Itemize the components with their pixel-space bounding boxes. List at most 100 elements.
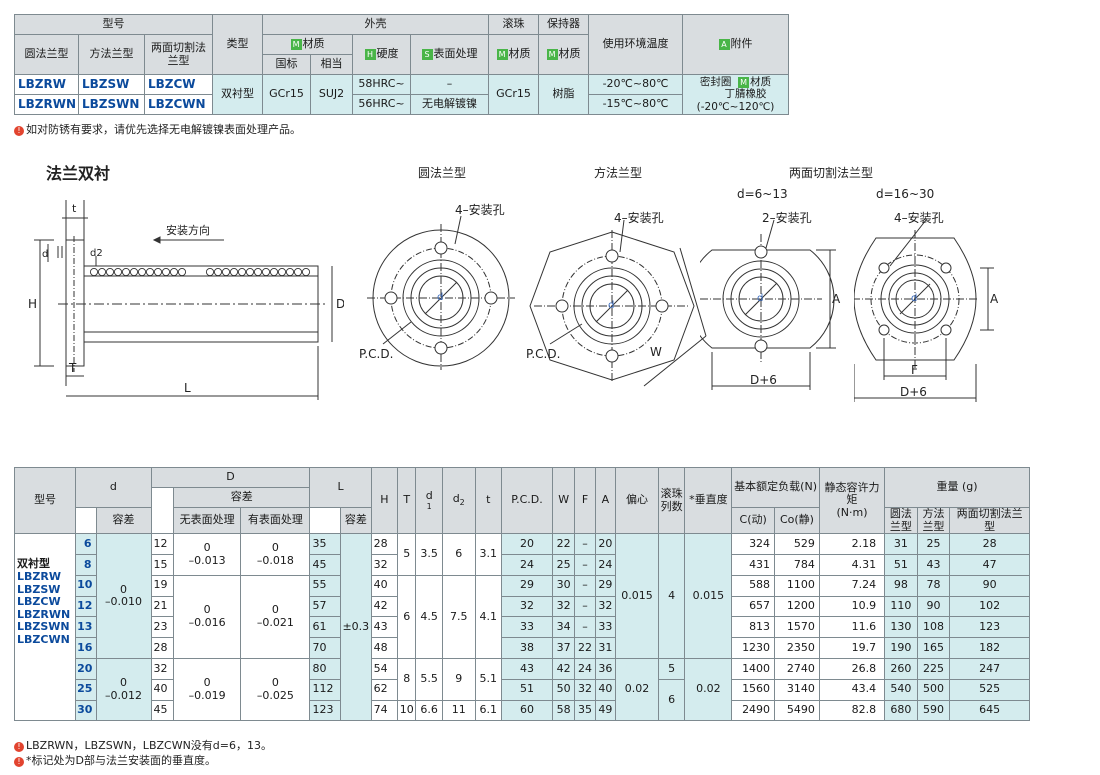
H-value: 48 — [370, 637, 399, 660]
weight-square-header: 方法兰型 — [916, 506, 951, 535]
weight-cut-value: 123 — [949, 616, 1030, 639]
A-value: 49 — [594, 699, 617, 722]
T-col-header: T — [397, 466, 417, 535]
L-value: 55 — [309, 574, 342, 597]
L-spacer — [309, 506, 342, 535]
pcd-value: 20 — [501, 533, 553, 556]
H-value: 32 — [370, 554, 399, 576]
F-value: 35 — [574, 699, 596, 722]
model-lbzswn: LBZSWN — [78, 94, 145, 115]
moment-value: 4.31 — [818, 554, 886, 576]
pcd-value: 38 — [501, 637, 553, 660]
cut-left-a-label: A — [832, 292, 841, 306]
load-c-value: 1230 — [731, 637, 776, 660]
pcd-col-header: P.C.D. — [501, 466, 553, 535]
weight-cut-value: 102 — [949, 595, 1030, 618]
cut-flange-header: 两面切割法兰型 — [143, 34, 214, 75]
W-value: 25 — [551, 554, 576, 576]
round-flange-title: 圆法兰型 — [418, 166, 467, 180]
eccentricity: 0.015 — [615, 533, 659, 660]
weight-round-value: 190 — [884, 637, 918, 660]
temp-value: -15℃~80℃ — [588, 94, 684, 115]
load-c-value: 1560 — [731, 678, 776, 701]
d-value: 25 — [75, 678, 97, 701]
round-pcd-label: P.C.D. — [359, 347, 393, 361]
eccentricity: 0.02 — [615, 658, 659, 722]
retainer-header: 保持器 — [538, 14, 590, 35]
weight-square-value: 500 — [916, 678, 951, 701]
moment-value: 26.8 — [818, 658, 886, 680]
technical-drawings: 法兰双衬 圆法兰型 方法兰型 两面切割法兰型 d=6~13 d=16~30 — [14, 156, 1014, 456]
load-c-value: 324 — [731, 533, 776, 556]
L-value: 61 — [309, 616, 342, 639]
pcd-value: 32 — [501, 595, 553, 618]
d2-value: 11 — [441, 699, 476, 722]
load-co-value: 784 — [774, 554, 820, 576]
D-with-surface-tol: 0 –0.021 — [240, 574, 311, 660]
series-model: LBZCWN — [17, 633, 70, 647]
model-header: 型号 — [13, 14, 214, 35]
retainer-material-value: 树脂 — [538, 74, 590, 115]
weight-square-value: 108 — [916, 616, 951, 639]
weight-square-value: 165 — [916, 637, 951, 660]
weight-cut-value: 47 — [949, 554, 1030, 576]
weight-cut-value: 645 — [949, 699, 1030, 722]
moment-value: 10.9 — [818, 595, 886, 618]
F-value: – — [574, 554, 596, 576]
T-value: 5 — [397, 533, 417, 576]
d2-value: 6 — [441, 533, 476, 576]
moment-value: 11.6 — [818, 616, 886, 639]
cut-left-hole-label: 2–安装孔 — [762, 210, 812, 225]
L-col-header: L — [309, 467, 372, 508]
moment-value: 82.8 — [818, 699, 886, 722]
d-col-header: d — [75, 467, 152, 508]
D-value: 45 — [150, 699, 174, 722]
d-value: 12 — [75, 595, 97, 618]
d1-value: 6.6 — [415, 699, 443, 722]
cut-right-a-label: A — [990, 292, 999, 306]
weight-cut-value: 28 — [949, 533, 1030, 556]
D-value: 12 — [150, 533, 174, 556]
model-col-header: 型号 — [13, 466, 77, 535]
equivalent-header: 相当 — [310, 54, 354, 75]
square-w-label: W — [650, 345, 662, 359]
series-model: LBZSWN — [17, 620, 70, 634]
weight-cut-value: 247 — [949, 658, 1030, 680]
moment-value: 7.24 — [818, 574, 886, 597]
d-value: 8 — [75, 554, 97, 576]
dim-d2: d2 — [90, 248, 103, 259]
type-value: 双衬型 — [212, 74, 264, 115]
load-c-header: C(动) — [731, 506, 776, 535]
warning-icon: ! — [14, 742, 24, 752]
D-tol-header: 容差 — [172, 487, 311, 508]
series-model: LBZCW — [17, 595, 61, 609]
load-col-header: 基本额定负载(N) — [731, 467, 820, 508]
series-model: LBZRW — [17, 569, 61, 583]
F-value: – — [574, 595, 596, 618]
weight-round-value: 130 — [884, 616, 918, 639]
weight-square-value: 225 — [916, 658, 951, 680]
weight-round-value: 110 — [884, 595, 918, 618]
round-hole-label: 4–安装孔 — [455, 202, 505, 217]
d-tolerance: 0 –0.012 — [95, 658, 152, 722]
dim-d: d — [42, 249, 48, 260]
ball-rows: 5 — [657, 658, 686, 680]
d1-value: 4.5 — [415, 574, 443, 660]
shell-equiv-value: SUJ2 — [310, 74, 354, 115]
perpendicularity: 0.015 — [684, 533, 733, 660]
W-value: 50 — [551, 678, 576, 701]
pcd-value: 43 — [501, 658, 553, 680]
W-col-header: W — [551, 466, 576, 535]
H-value: 62 — [370, 678, 399, 701]
load-co-value: 529 — [774, 533, 820, 556]
W-value: 37 — [551, 637, 576, 660]
